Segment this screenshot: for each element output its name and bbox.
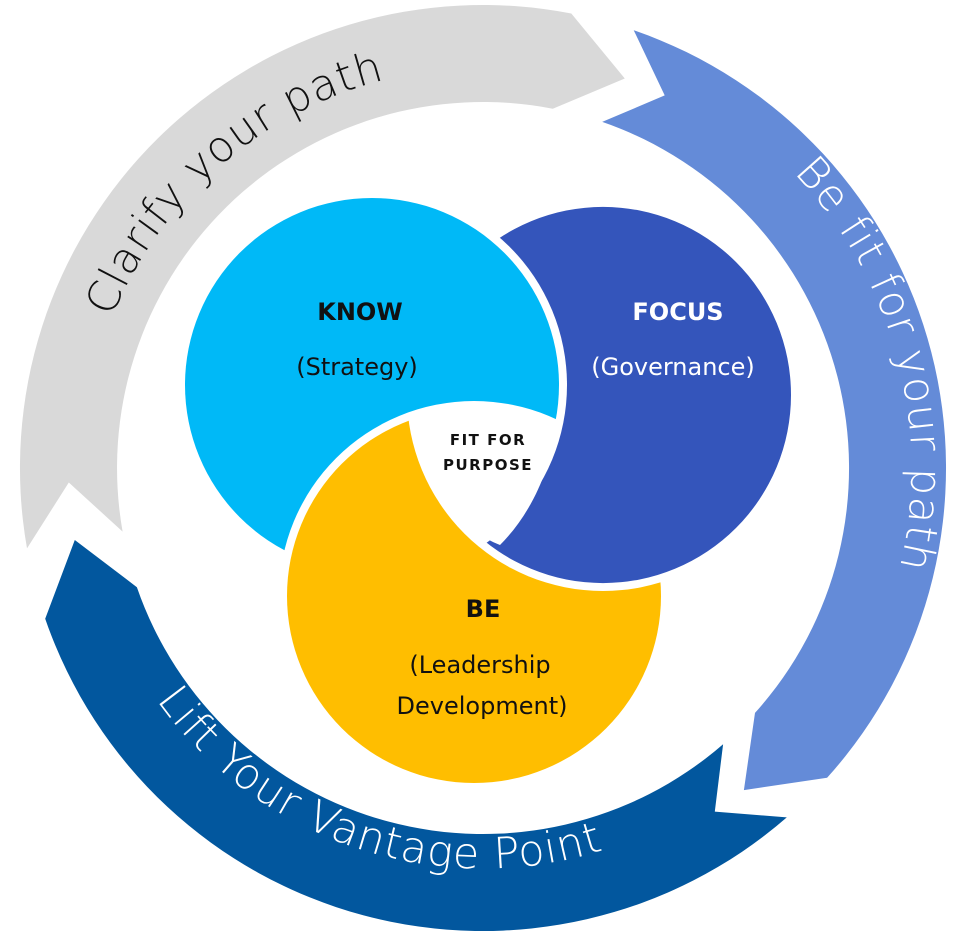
- know-subtitle: (Strategy): [296, 353, 418, 381]
- be-subtitle-line1: (Leadership: [409, 651, 550, 679]
- be-fit-for-your-path-arrow: [602, 30, 947, 791]
- venn-circles: [185, 198, 792, 783]
- fit-for-purpose-line1: FIT FOR: [450, 431, 526, 449]
- focus-subtitle: (Governance): [591, 353, 755, 381]
- be-title: BE: [466, 595, 501, 623]
- clarify-your-path-arrow: [19, 4, 625, 549]
- fit-for-purpose-hub: [412, 416, 556, 545]
- know-title: KNOW: [317, 298, 403, 326]
- lift-your-vantage-point-arrow: [45, 540, 787, 932]
- be-circle: [287, 409, 661, 783]
- be-subtitle-line2: Development): [397, 692, 568, 720]
- fit-for-purpose-line2: PURPOSE: [443, 456, 533, 474]
- focus-title: FOCUS: [632, 298, 723, 326]
